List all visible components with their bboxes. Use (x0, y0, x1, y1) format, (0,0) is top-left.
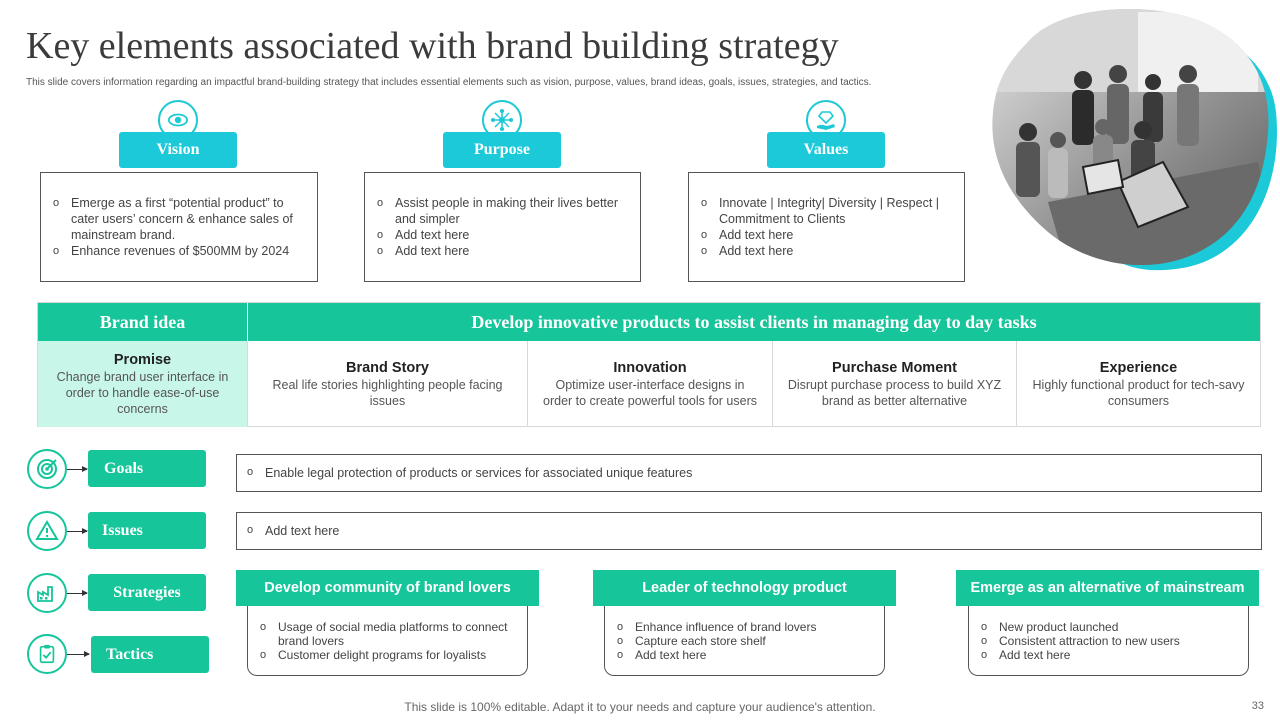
values-item: Innovate | Integrity| Diversity | Respec… (701, 195, 954, 227)
vision-item: Emerge as a first “potential product” to… (53, 195, 307, 243)
strategy-heading: Leader of technology product (593, 570, 896, 606)
issues-box: Add text here (236, 512, 1262, 550)
purpose-tab: Purpose (443, 132, 561, 168)
brand-idea-statement: Develop innovative products to assist cl… (248, 303, 1260, 341)
cell-text: Disrupt purchase process to build XYZ br… (787, 377, 1002, 408)
purpose-box: Assist people in making their lives bett… (364, 172, 641, 282)
factory-icon (27, 573, 67, 613)
brand-idea-cell: Brand Story Real life stories highlighti… (248, 341, 528, 427)
brand-idea-cell: Promise Change brand user interface in o… (38, 341, 248, 427)
strategy-item: Add text here (981, 648, 1240, 662)
issues-item: Add text here (247, 524, 339, 538)
strategy-heading: Emerge as an alternative of mainstream (956, 570, 1259, 606)
strategy-item: Enhance influence of brand lovers (617, 620, 876, 634)
strategy-item: New product launched (981, 620, 1240, 634)
values-item: Add text here (701, 243, 954, 259)
strategy-item: Capture each store shelf (617, 634, 876, 648)
strategies-arrow (67, 590, 88, 596)
vision-item: Enhance revenues of $500MM by 2024 (53, 243, 307, 259)
cell-heading: Promise (113, 351, 172, 368)
purpose-item: Add text here (377, 243, 630, 259)
tactics-tab: Tactics (91, 636, 209, 673)
cell-text: Real life stories highlighting people fa… (272, 377, 503, 408)
cell-heading: Innovation (613, 359, 687, 376)
cell-text: Optimize user-interface designs in order… (543, 377, 757, 408)
goals-item: Enable legal protection of products or s… (247, 466, 692, 480)
strategies-tab: Strategies (88, 574, 206, 611)
goals-arrow (67, 466, 88, 472)
slide-subtitle: This slide covers information regarding … (26, 77, 872, 88)
issues-arrow (67, 528, 88, 534)
strategy-box: Usage of social media platforms to conne… (247, 606, 528, 676)
team-photo (988, 2, 1280, 272)
cell-text: Change brand user interface in order to … (56, 369, 229, 416)
goals-tab: Goals (88, 450, 206, 487)
strategy-item: Usage of social media platforms to conne… (260, 620, 519, 648)
cell-heading: Brand Story (346, 359, 429, 376)
warning-icon (27, 511, 67, 551)
clipboard-icon (27, 634, 67, 674)
strategy-item: Customer delight programs for loyalists (260, 648, 519, 662)
slide-title: Key elements associated with brand build… (26, 25, 839, 67)
brand-idea-cell: Innovation Optimize user-interface desig… (528, 341, 773, 427)
issues-tab: Issues (88, 512, 206, 549)
brand-idea-table: Brand idea Develop innovative products t… (37, 302, 1261, 427)
strategy-item: Consistent attraction to new users (981, 634, 1240, 648)
purpose-item: Add text here (377, 227, 630, 243)
values-tab: Values (767, 132, 885, 168)
page-number: 33 (1251, 700, 1264, 712)
cell-heading: Purchase Moment (832, 359, 957, 376)
vision-tab: Vision (119, 132, 237, 168)
strategy-box: New product launched Consistent attracti… (968, 606, 1249, 676)
vision-box: Emerge as a first “potential product” to… (40, 172, 318, 282)
goals-box: Enable legal protection of products or s… (236, 454, 1262, 492)
target-icon (27, 449, 67, 489)
strategy-heading: Develop community of brand lovers (236, 570, 539, 606)
footer-note: This slide is 100% editable. Adapt it to… (404, 700, 876, 714)
values-item: Add text here (701, 227, 954, 243)
brand-idea-cell: Purchase Moment Disrupt purchase process… (773, 341, 1017, 427)
brand-idea-label: Brand idea (38, 303, 247, 341)
brand-idea-cell: Experience Highly functional product for… (1017, 341, 1260, 427)
tactics-arrow (67, 651, 90, 657)
purpose-item: Assist people in making their lives bett… (377, 195, 630, 227)
strategy-item: Add text here (617, 648, 876, 662)
values-box: Innovate | Integrity| Diversity | Respec… (688, 172, 965, 282)
cell-heading: Experience (1099, 359, 1178, 376)
strategy-box: Enhance influence of brand lovers Captur… (604, 606, 885, 676)
cell-text: Highly functional product for tech-savy … (1032, 377, 1245, 408)
